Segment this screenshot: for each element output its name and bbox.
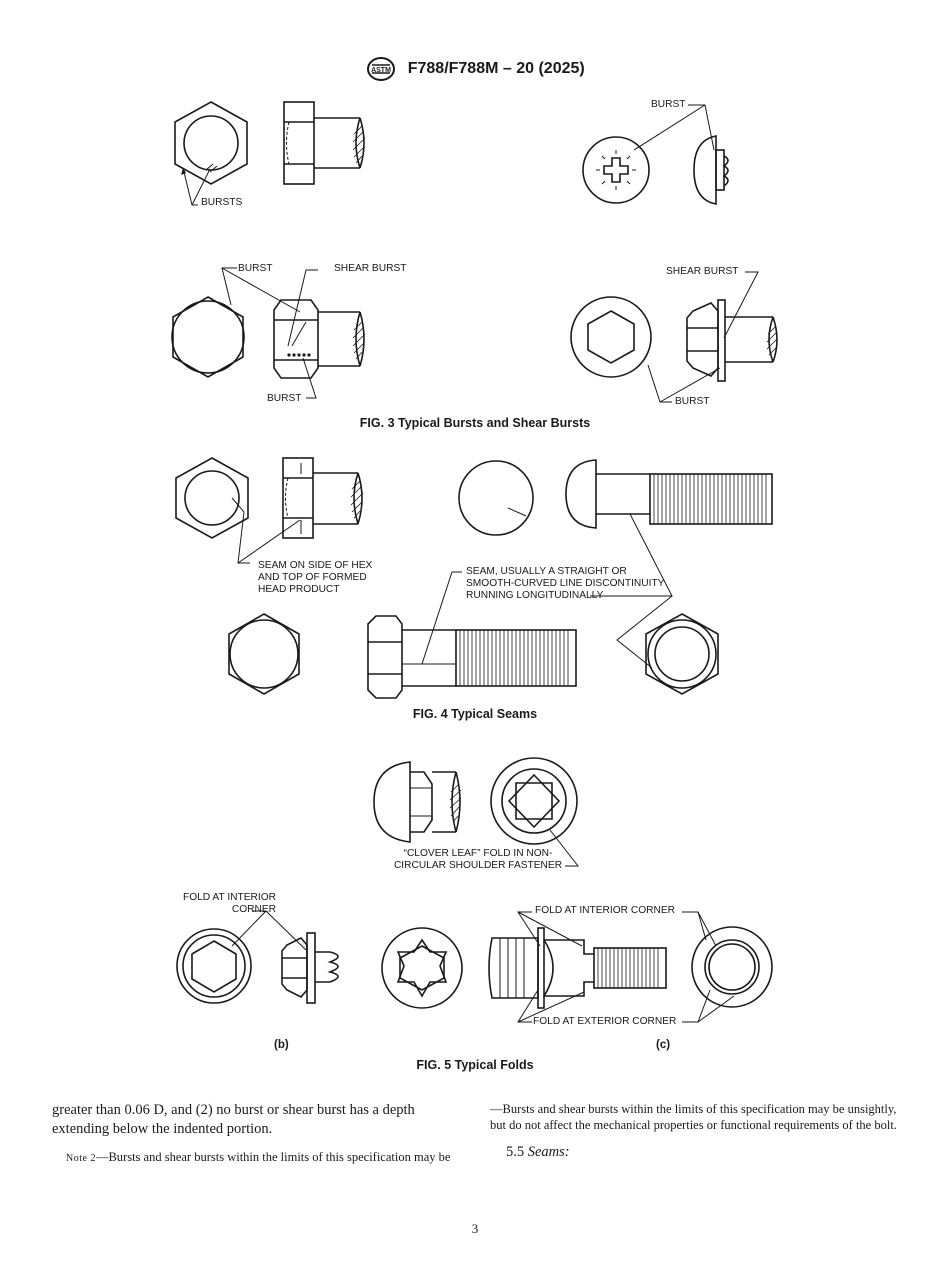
fig3-pan-head-top-view xyxy=(582,136,650,204)
label-seam-hex: SEAM ON SIDE OF HEX AND TOP OF FORMED HE… xyxy=(258,560,373,595)
leader-burst-bottom-right xyxy=(647,364,672,403)
leader-shear-burst-right xyxy=(723,271,759,339)
label-shear-burst-right: SHEAR BURST xyxy=(666,266,739,277)
fig3-flange-hex-side-view xyxy=(686,299,778,382)
document-designation: F788/F788M – 20 (2025) xyxy=(407,60,585,77)
fig4-hex-bottom-left xyxy=(228,613,300,695)
fig3-hex-head-top-view xyxy=(174,101,248,185)
fig4-round-head-top-view xyxy=(458,460,534,536)
subfigure-label-c: (c) xyxy=(656,1039,671,1051)
body-paragraph-left: greater than 0.06 D, and (2) no burst or… xyxy=(52,1102,415,1137)
note-2-continuation: —Bursts and shear bursts within the limi… xyxy=(490,1101,910,1135)
fig5-clover-top-view xyxy=(490,757,578,845)
page-number: 3 xyxy=(471,1221,479,1236)
fig4-hex-bottom-right xyxy=(645,613,719,695)
label-bursts: BURSTS xyxy=(201,197,243,208)
fig4-hex-side-view xyxy=(282,457,364,539)
fig3-flange-hex-top-view xyxy=(570,296,652,378)
label-seam-long: SEAM, USUALLY A STRAIGHT OR SMOOTH-CURVE… xyxy=(466,566,665,601)
astm-logo-icon: ASTM xyxy=(367,57,396,81)
section-title: Seams: xyxy=(527,1144,570,1160)
fig3-caption: FIG. 3 Typical Bursts and Shear Bursts xyxy=(359,416,591,430)
label-shear-burst-left: SHEAR BURST xyxy=(334,263,407,274)
label-fold-interior-c: FOLD AT INTERIOR CORNER xyxy=(535,905,675,916)
leader-fold-interior-c xyxy=(517,911,541,947)
leader-bursts xyxy=(182,167,198,206)
fig4-hex-top-view xyxy=(175,457,249,539)
section-number: 5.5 xyxy=(506,1144,525,1160)
note-2: Note 2—Bursts and shear bursts within th… xyxy=(66,1149,462,1167)
fig5-clover-side-view xyxy=(373,761,462,843)
label-burst-top: BURST xyxy=(651,99,686,110)
label-burst-bottom-right: BURST xyxy=(675,396,710,407)
note-label: Note 2 xyxy=(66,1153,96,1164)
figure-drawings xyxy=(171,101,778,1023)
leader-clover xyxy=(549,829,580,867)
fig4-caption: FIG. 4 Typical Seams xyxy=(412,707,538,721)
fig5-12-point-bolt-side-view xyxy=(488,927,667,1009)
fig3-hex-washer-side-view xyxy=(273,299,366,379)
leader-shear-burst-left xyxy=(287,269,318,347)
svg-text:ASTM: ASTM xyxy=(371,67,391,74)
label-fold-exterior-c: FOLD AT EXTERIOR CORNER xyxy=(533,1016,677,1027)
fig5-flange-top-view-b xyxy=(176,928,252,1004)
leader-burst-left xyxy=(221,267,237,306)
fig5-flange-side-view-b xyxy=(281,932,339,1004)
running-header: ASTM F788/F788M – 20 (2025) xyxy=(0,56,950,82)
label-burst-bottom-left: BURST xyxy=(267,393,302,404)
note-text: —Bursts and shear bursts within the limi… xyxy=(95,1150,451,1164)
fig3-pan-head-side-view xyxy=(693,135,729,205)
fig5-caption: FIG. 5 Typical Folds xyxy=(416,1058,534,1072)
fig3-hex-washer-top-view xyxy=(171,296,245,378)
section-heading: 5.5 Seams: xyxy=(506,1143,570,1162)
fig5-star-top-view xyxy=(381,927,463,1009)
leader-burst-bottom-left xyxy=(302,357,317,399)
fig3-hex-bolt-side-view xyxy=(283,101,366,185)
subfigure-label-b: (b) xyxy=(274,1039,289,1051)
label-fold-interior-b: FOLD AT INTERIOR CORNER xyxy=(182,892,276,915)
leader-seam-bolt xyxy=(421,571,462,665)
fig4-hex-bolt-side-view xyxy=(367,615,577,699)
fig5-ring-top-view-c xyxy=(691,926,773,1008)
label-clover-leaf-fold: “CLOVER LEAF” FOLD IN NON- CIRCULAR SHOU… xyxy=(393,848,563,871)
fig4-round-head-bolt-side-view xyxy=(565,459,773,529)
note-text-continued: —Bursts and shear bursts within the limi… xyxy=(490,1102,897,1132)
label-burst-left: BURST xyxy=(238,263,273,274)
